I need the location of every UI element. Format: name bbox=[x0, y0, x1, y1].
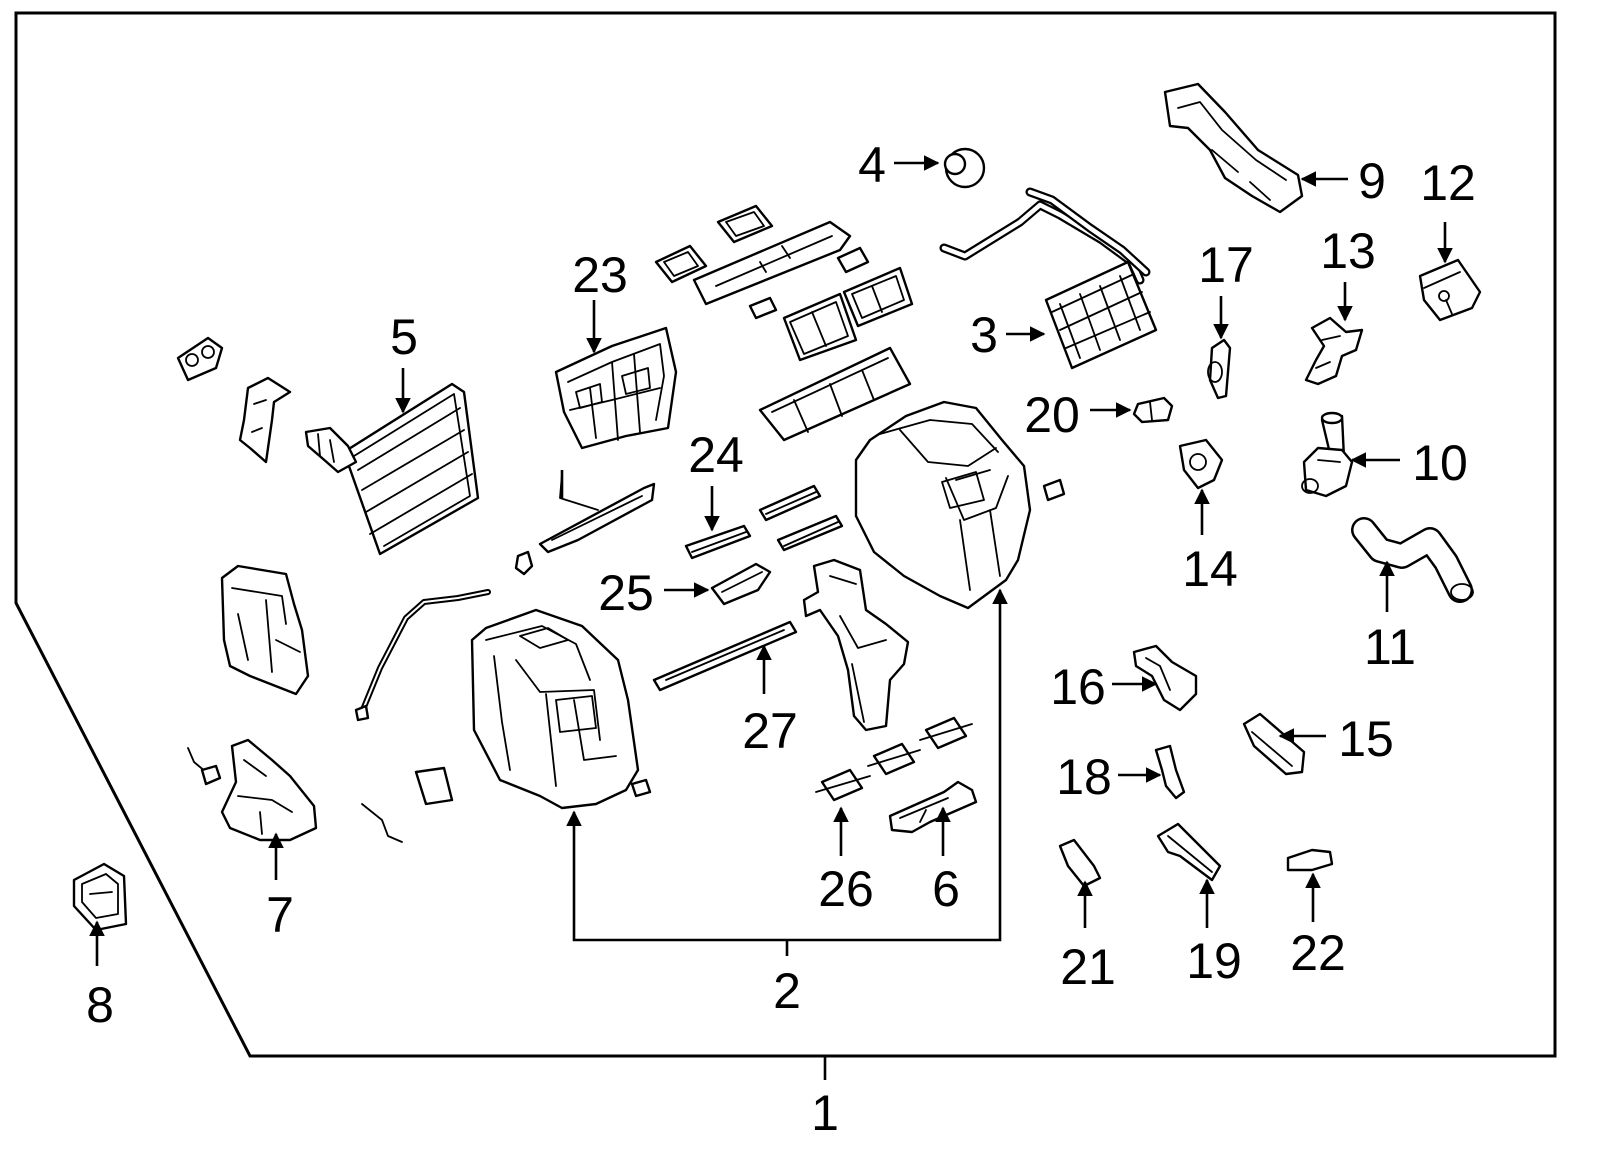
callout-19: 19 bbox=[1186, 933, 1242, 989]
callout-2: 2 bbox=[773, 963, 801, 1019]
part-19[interactable] bbox=[1156, 822, 1222, 882]
part-27-door[interactable] bbox=[652, 620, 798, 692]
part-seal-grommet[interactable] bbox=[176, 336, 224, 382]
part-10-valve[interactable] bbox=[1301, 411, 1354, 498]
callout-10: 10 bbox=[1412, 435, 1468, 491]
callout-22: 22 bbox=[1290, 925, 1346, 981]
callout-7: 7 bbox=[266, 887, 294, 943]
part-23-duct-door[interactable] bbox=[554, 326, 678, 450]
callout-13: 13 bbox=[1320, 223, 1376, 279]
part-8[interactable] bbox=[72, 862, 128, 932]
part-18[interactable] bbox=[1154, 744, 1186, 800]
part-24-door[interactable] bbox=[684, 484, 844, 560]
callout-6: 6 bbox=[932, 861, 960, 917]
callout-17: 17 bbox=[1198, 237, 1254, 293]
part-22[interactable] bbox=[1286, 848, 1334, 872]
part-9-duct[interactable] bbox=[1163, 82, 1304, 214]
callout-25: 25 bbox=[598, 565, 654, 621]
part-13-bracket[interactable] bbox=[1304, 316, 1364, 386]
part-15[interactable] bbox=[1242, 712, 1306, 776]
upper-door-cluster[interactable] bbox=[654, 204, 914, 442]
callout-27: 27 bbox=[742, 703, 798, 759]
callout-14: 14 bbox=[1182, 541, 1238, 597]
part-center-link[interactable] bbox=[514, 473, 656, 576]
part-4-grommet[interactable] bbox=[943, 147, 986, 189]
part-20[interactable] bbox=[1132, 396, 1174, 424]
callout-24: 24 bbox=[688, 427, 744, 483]
part-side-bracket[interactable] bbox=[238, 376, 292, 464]
callout-5: 5 bbox=[390, 309, 418, 365]
callout-15: 15 bbox=[1338, 711, 1394, 767]
part-17[interactable] bbox=[1207, 338, 1232, 400]
callout-20: 20 bbox=[1024, 387, 1080, 443]
part-25-door[interactable] bbox=[710, 562, 772, 606]
callout-12: 12 bbox=[1420, 155, 1476, 211]
callout-4: 4 bbox=[858, 137, 886, 193]
callout-1: 1 bbox=[811, 1085, 839, 1141]
part-14[interactable] bbox=[1178, 438, 1224, 490]
part-7[interactable] bbox=[187, 738, 318, 842]
part-21[interactable] bbox=[1058, 838, 1102, 888]
part-16[interactable] bbox=[1132, 644, 1198, 712]
callout-26: 26 bbox=[818, 861, 874, 917]
callout-9: 9 bbox=[1358, 153, 1386, 209]
callout-18: 18 bbox=[1056, 749, 1112, 805]
callout-8: 8 bbox=[86, 977, 114, 1033]
callout-11: 11 bbox=[1364, 619, 1416, 675]
part-center-duct[interactable] bbox=[802, 558, 910, 732]
callout-21: 21 bbox=[1060, 939, 1116, 995]
part-5-evaporator[interactable] bbox=[304, 382, 480, 556]
part-blower-case[interactable] bbox=[220, 564, 310, 696]
assembly-frame bbox=[14, 11, 1557, 1058]
callout-16: 16 bbox=[1050, 659, 1106, 715]
part-6[interactable] bbox=[888, 780, 978, 834]
part-11-hose[interactable] bbox=[1351, 517, 1474, 603]
callout-3: 3 bbox=[970, 307, 998, 363]
callout-23: 23 bbox=[572, 247, 628, 303]
part-rod[interactable] bbox=[354, 589, 652, 843]
part-3-heater-core[interactable] bbox=[939, 187, 1158, 370]
part-12[interactable] bbox=[1418, 258, 1482, 322]
